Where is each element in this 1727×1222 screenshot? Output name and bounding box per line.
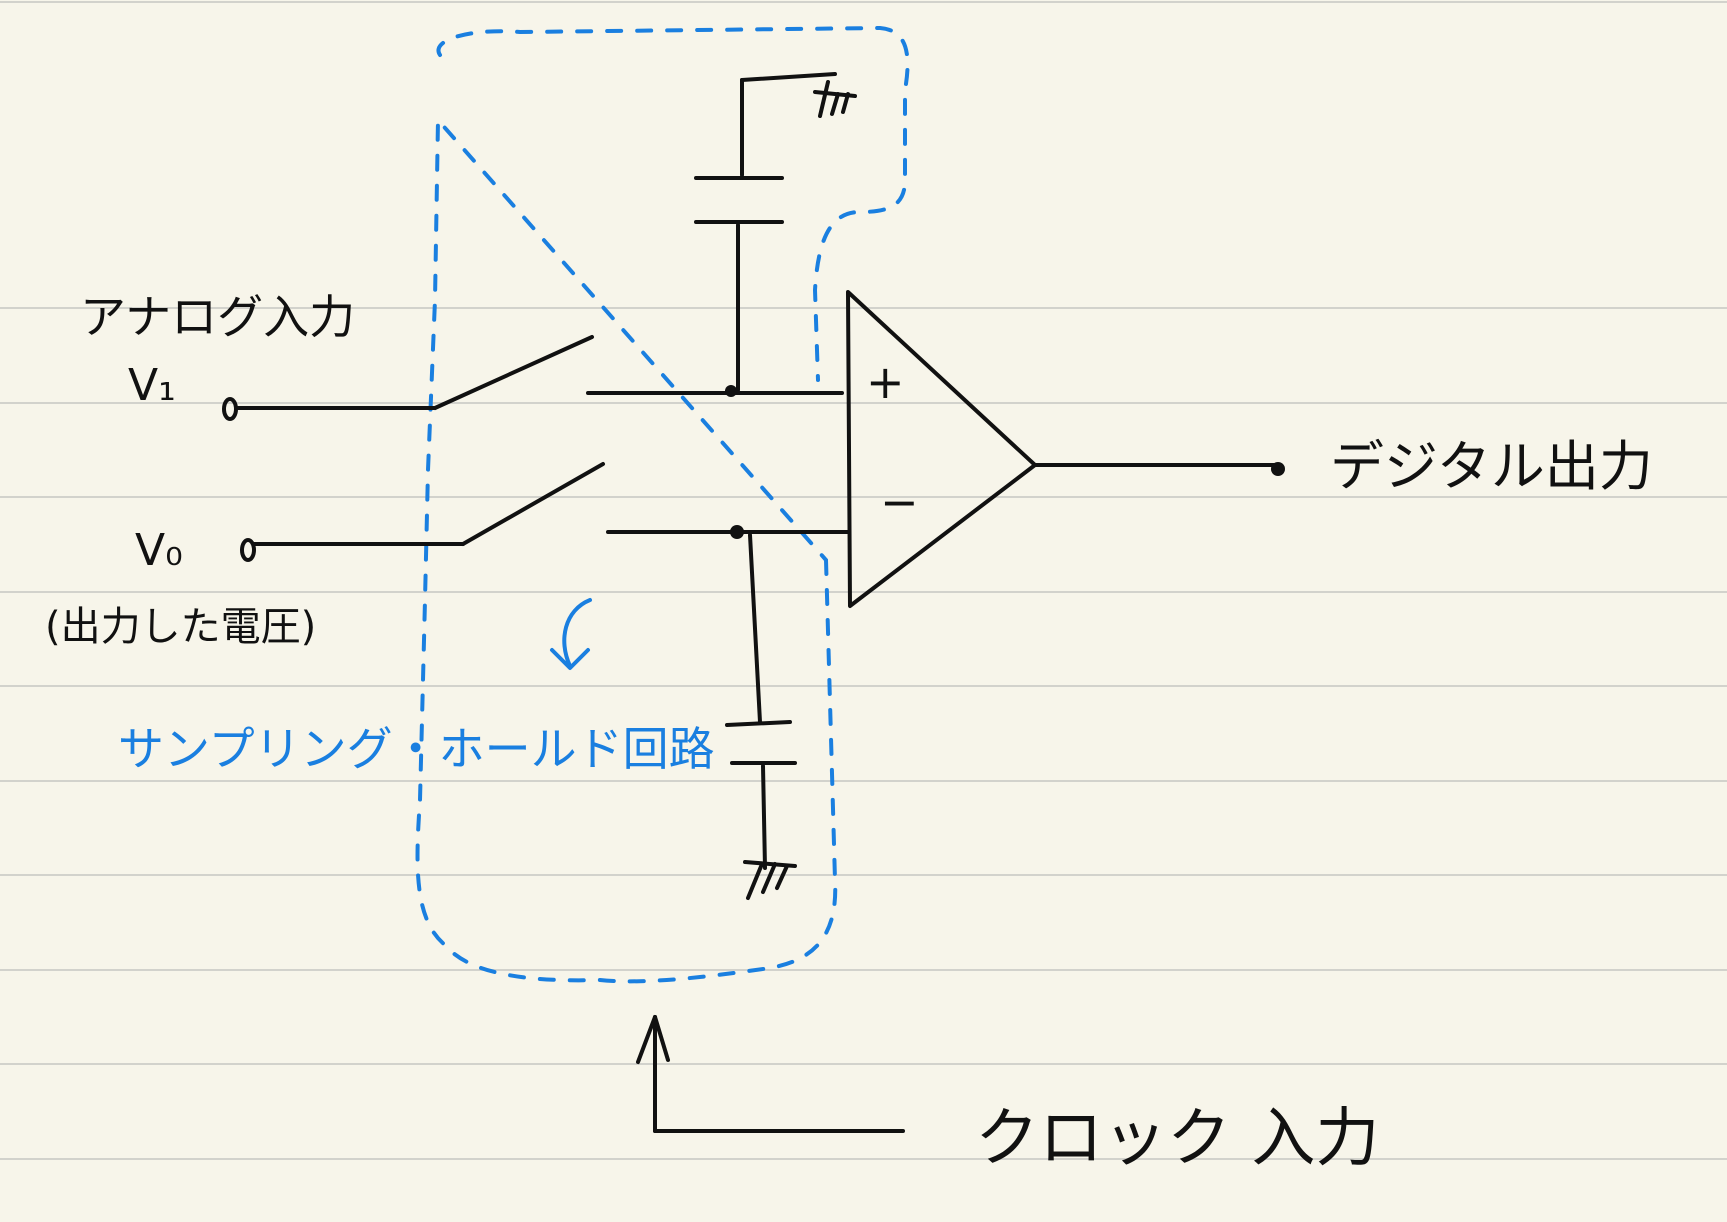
v0-label: V₀ [135,525,183,576]
hold-arrow-icon [550,598,592,670]
plus-label: + [866,355,905,409]
clock-input-label: クロック 入力 [975,1102,1379,1176]
v0-note-label: (出力した電圧) [45,604,316,650]
sample-hold-label: サンプリング・ホールド回路 [118,722,715,776]
capacitor-top [694,72,837,392]
v0-line [240,462,850,562]
ground-symbol-top [813,80,857,118]
ground-symbol-bottom [743,860,797,900]
v1-label: V₁ [128,360,176,411]
digital-output-label: デジタル出力 [1330,435,1653,498]
minus-label: − [880,475,919,529]
comparator [846,290,1285,608]
clock-arrow [636,1015,905,1133]
capacitor-bottom [725,533,797,870]
notebook-rules [0,1,1727,1160]
analog-input-label: アナログ入力 [80,290,355,344]
sample-hold-boundary [415,25,910,984]
v1-line [222,335,844,421]
